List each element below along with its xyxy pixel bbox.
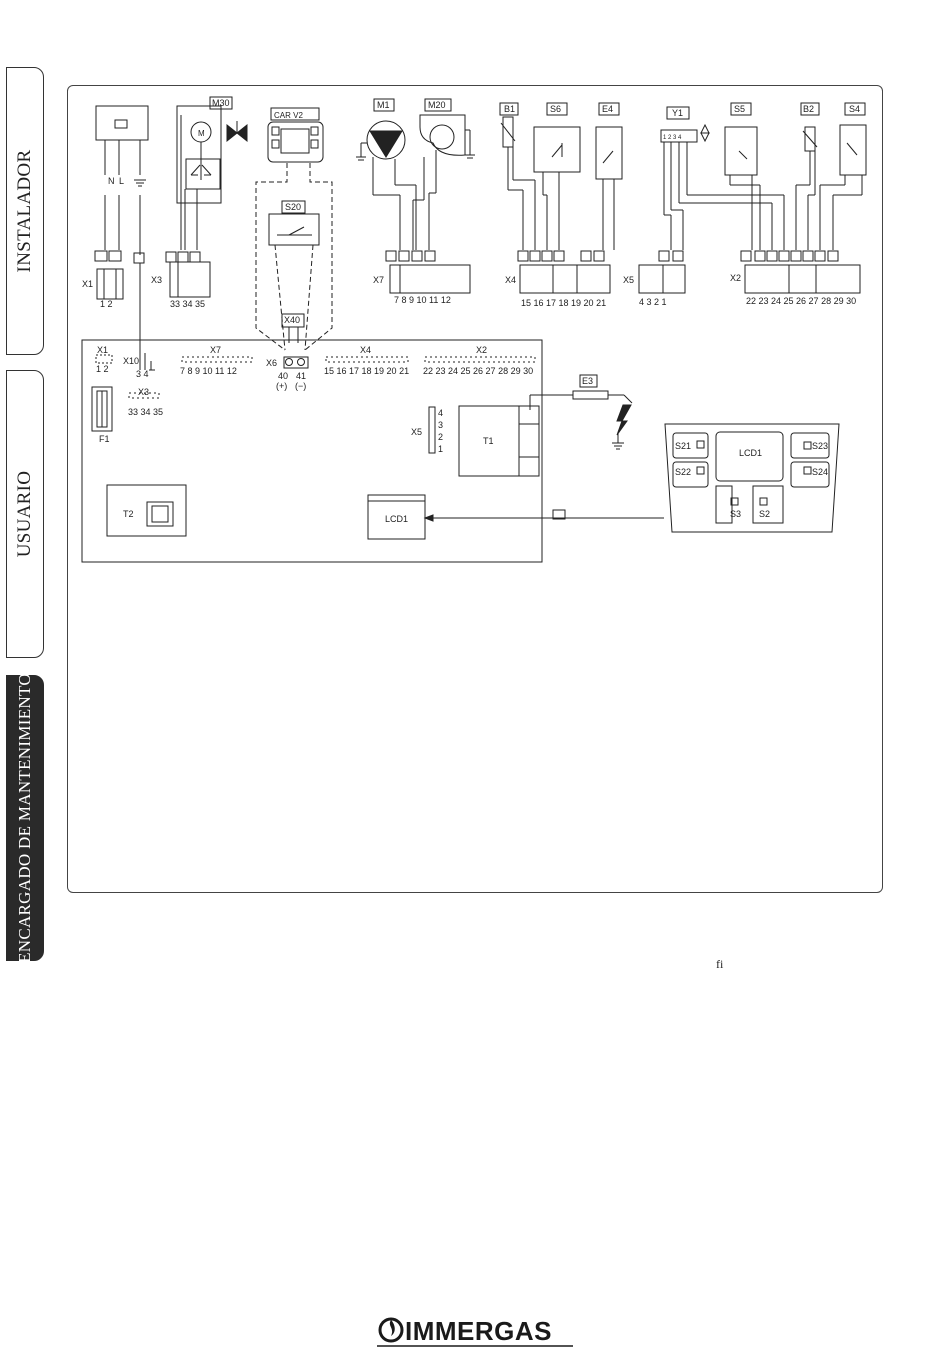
label-m1: M1: [377, 100, 390, 110]
label-car: CAR V2: [274, 111, 303, 120]
control-panel: [664, 423, 840, 533]
label-e3: E3: [582, 376, 593, 386]
wiring-diagram: N L X1 1 2 M30 M X3 33 34 35 CAR V2 S20 …: [81, 96, 867, 563]
label-e4: E4: [602, 104, 613, 114]
label-board-lcd1: LCD1: [385, 514, 408, 524]
car-v2-remote: [267, 121, 324, 163]
label-board-x7-pins: 7 8 9 10 11 12: [180, 366, 237, 376]
label-x4: X4: [505, 275, 516, 285]
label-x5-4: 4: [438, 408, 443, 418]
label-s6: S6: [550, 104, 561, 114]
label-s23: S23: [812, 441, 828, 451]
label-x6-plus: (+): [276, 381, 287, 391]
label-b2: B2: [803, 104, 814, 114]
label-s21: S21: [675, 441, 691, 451]
brand-name: IMMERGAS: [405, 1316, 552, 1346]
label-x7: X7: [373, 275, 384, 285]
label-x5-pins: 4 3 2 1: [639, 297, 667, 307]
label-n: N: [108, 176, 115, 186]
label-l: L: [119, 176, 124, 186]
label-x6-40: 40: [278, 371, 288, 381]
label-s3: S3: [730, 509, 741, 519]
label-m30: M30: [212, 98, 230, 108]
label-x10-pins: 3 4: [136, 369, 149, 379]
label-x6-41: 41: [296, 371, 306, 381]
label-x2-pins: 22 23 24 25 26 27 28 29 30: [746, 296, 856, 306]
label-board-x1-pins: 1 2: [96, 364, 109, 374]
label-t1: T1: [483, 436, 494, 446]
label-s22: S22: [675, 467, 691, 477]
label-x5-3: 3: [438, 420, 443, 430]
tab-instalador-label: INSTALADOR: [14, 149, 35, 273]
tab-instalador[interactable]: INSTALADOR: [6, 67, 44, 355]
label-x7-pins: 7 8 9 10 11 12: [394, 295, 451, 305]
label-s24: S24: [812, 467, 828, 477]
immergas-logo: [377, 1317, 573, 1347]
label-m20: M20: [428, 100, 446, 110]
label-x10: X10: [123, 356, 139, 366]
label-y1-pins: 1 2 3 4: [663, 135, 682, 141]
tab-usuario-label: USUARIO: [14, 470, 35, 558]
label-x3: X3: [151, 275, 162, 285]
label-x5-1: 1: [438, 444, 443, 454]
label-y1: Y1: [672, 108, 683, 118]
label-x1-top: X1: [82, 279, 93, 289]
tab-encargado-label: ENCARGADO DE MANTENIMIENTO: [15, 673, 34, 963]
label-motor: M: [198, 129, 205, 138]
label-b1: B1: [504, 104, 515, 114]
label-board-x2: X2: [476, 345, 487, 355]
label-board-x1: X1: [97, 345, 108, 355]
diagram-frame: [67, 85, 883, 893]
label-x6-minus: (−): [295, 381, 306, 391]
label-panel-lcd1: LCD1: [739, 448, 762, 458]
label-s2: S2: [759, 509, 770, 519]
label-x3-pins: 33 34 35: [170, 299, 205, 309]
label-x4-pins: 15 16 17 18 19 20 21: [521, 298, 606, 308]
label-x2: X2: [730, 273, 741, 283]
label-x5: X5: [623, 275, 634, 285]
label-board-x5: X5: [411, 427, 422, 437]
label-s4: S4: [849, 104, 860, 114]
label-board-x2-pins: 22 23 24 25 26 27 28 29 30: [423, 366, 533, 376]
label-f1: F1: [99, 434, 110, 444]
label-board-x3-pins: 33 34 35: [128, 407, 163, 417]
label-s20: S20: [285, 202, 301, 212]
m20-fan: [419, 114, 466, 156]
main-board: [81, 339, 543, 563]
label-x6: X6: [266, 358, 277, 368]
m30-valve-box: [176, 105, 222, 204]
label-x1-pins: 1 2: [100, 299, 113, 309]
label-board-x7: X7: [210, 345, 221, 355]
label-board-x3: X3: [138, 387, 149, 397]
label-board-x4-pins: 15 16 17 18 19 20 21: [324, 366, 409, 376]
label-board-x4: X4: [360, 345, 371, 355]
power-supply-box: [95, 105, 149, 141]
tab-encargado[interactable]: ENCARGADO DE MANTENIMIENTO: [6, 673, 44, 963]
label-s5: S5: [734, 104, 745, 114]
label-x5-2: 2: [438, 432, 443, 442]
tab-usuario[interactable]: USUARIO: [6, 370, 44, 658]
label-x40: X40: [284, 315, 300, 325]
footer-mark: fi: [716, 957, 724, 971]
m1-pump: [366, 120, 406, 160]
label-t2: T2: [123, 509, 134, 519]
